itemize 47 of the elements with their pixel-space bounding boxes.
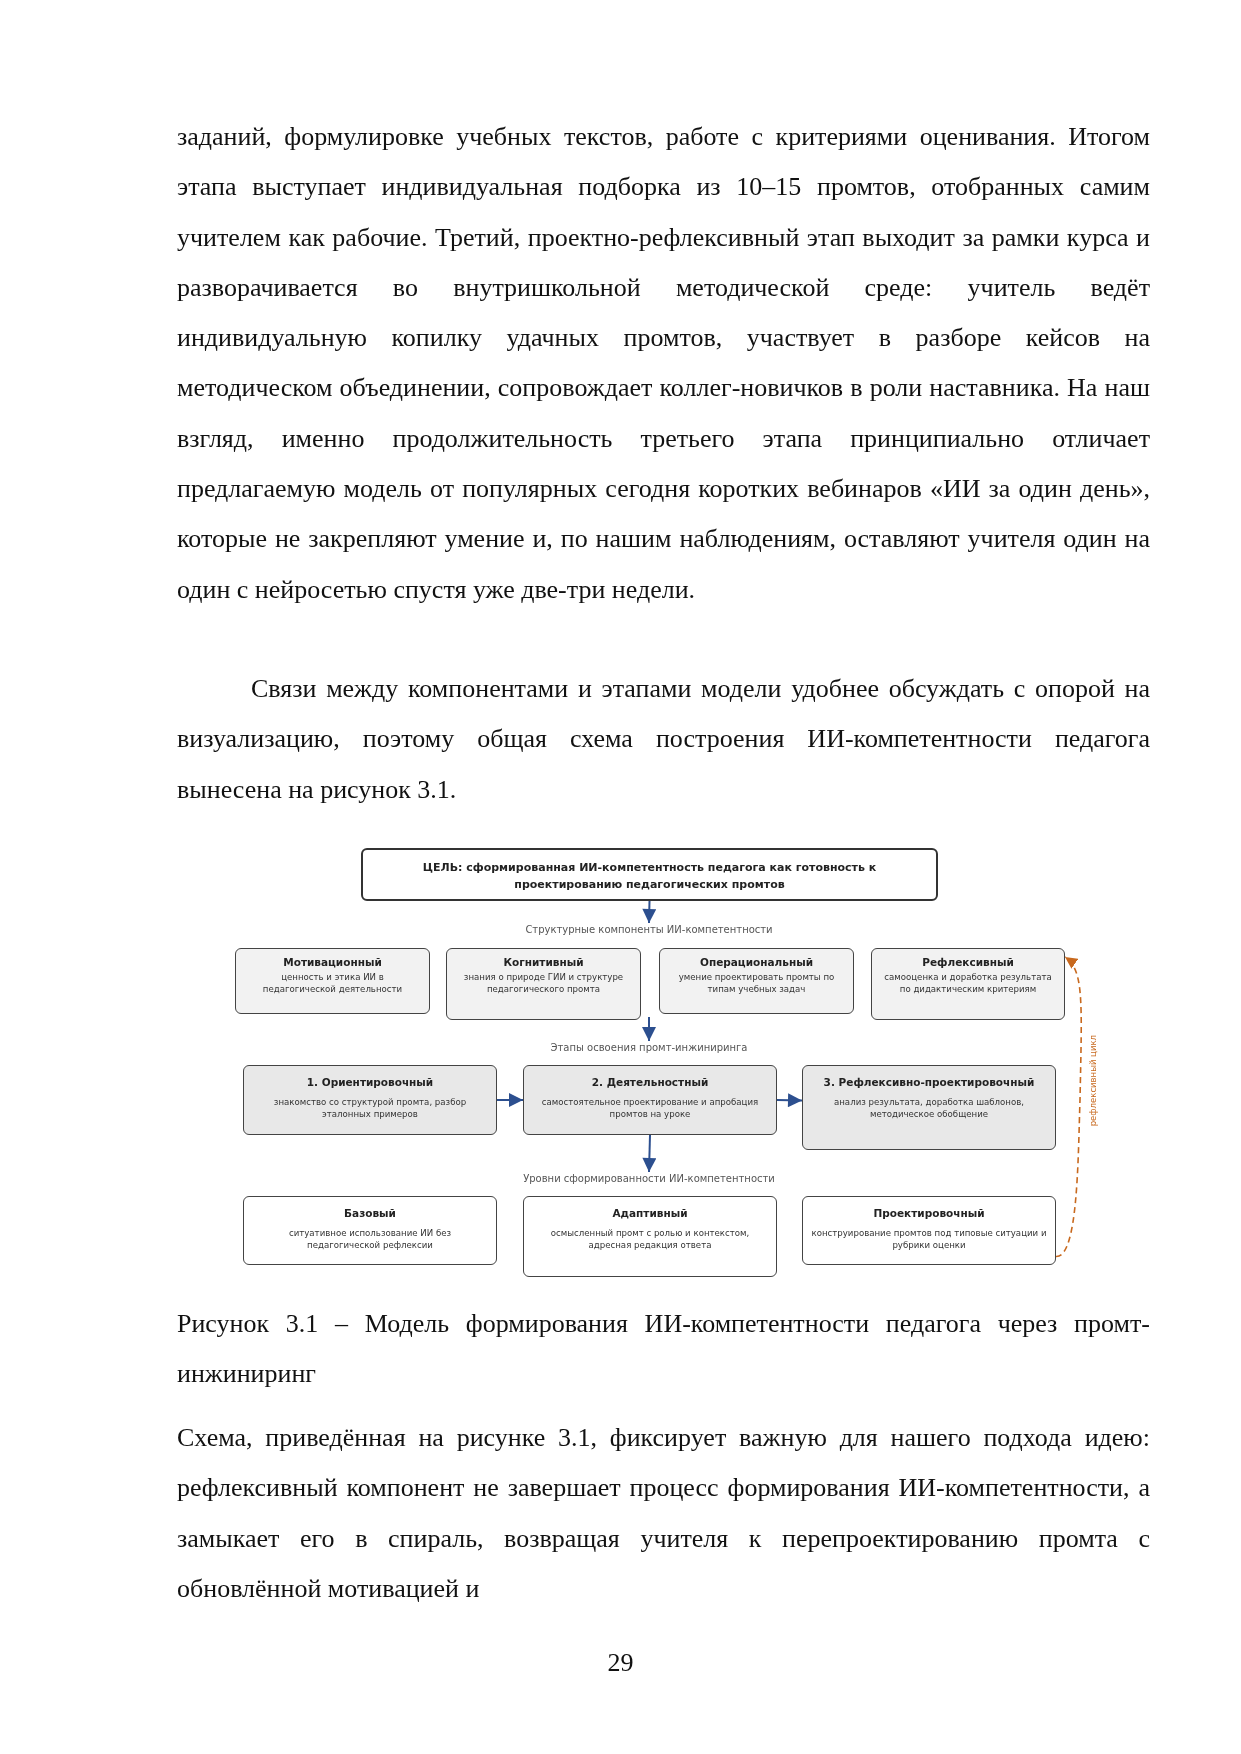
arrow bbox=[496, 1093, 524, 1107]
edge-label: рефлексивный цикл bbox=[1088, 1035, 1098, 1127]
node-title: Когнитивный bbox=[502, 955, 585, 969]
node-description: знакомство со структурой промта, разбор эталонных примеров bbox=[272, 1097, 468, 1120]
node-description: осмысленный промт с ролью и контекстом, адресная редакция ответа bbox=[549, 1228, 751, 1251]
node-title: Адаптивный bbox=[611, 1206, 689, 1220]
node-description: самооценка и доработка результата по дидактическим критериям bbox=[883, 972, 1053, 995]
goal-text: ЦЕЛЬ: сформированная ИИ-компетентность педагога как готовность к проектированию педагогических промтов bbox=[421, 860, 878, 893]
page-number: 29 bbox=[606, 1647, 635, 1679]
node-description: анализ результата, доработка шаблонов, методическое обобщение bbox=[833, 1097, 1025, 1120]
section-label: Структурные компоненты ИИ-компетентности bbox=[449, 923, 849, 937]
arrow bbox=[642, 1134, 657, 1173]
section-label: Уровни сформированности ИИ-компетентности bbox=[449, 1172, 849, 1186]
goal-box bbox=[361, 848, 938, 901]
level-box bbox=[802, 1196, 1056, 1265]
section-label: Этапы освоения промт-инжиниринга bbox=[449, 1041, 849, 1055]
level-box bbox=[243, 1196, 497, 1265]
figure-caption: Рисунок 3.1 – Модель формирования ИИ-компетентности педагога через промт-инжиниринг bbox=[177, 1308, 1150, 1391]
node-description: конструирование промтов под типовые ситуации и рубрики оценки bbox=[811, 1228, 1047, 1251]
node-title: 1. Ориентировочный bbox=[305, 1075, 435, 1089]
node-title: Базовый bbox=[343, 1206, 397, 1220]
node-title: Операциональный bbox=[698, 955, 814, 969]
level-box bbox=[523, 1196, 777, 1277]
node-title: Проектировочный bbox=[872, 1206, 986, 1220]
node-title: 2. Деятельностный bbox=[590, 1075, 710, 1089]
arrow bbox=[776, 1093, 803, 1108]
arrow bbox=[642, 1016, 656, 1042]
body-paragraph: Связи между компонентами и этапами модели удобнее обсуждать с опорой на визуализацию, поэтому общая схема построения ИИ-компетентности педагога вынесена на рисунок 3.1. bbox=[177, 673, 1150, 806]
node-title: 3. Рефлексивно-проектировочный bbox=[822, 1075, 1036, 1089]
node-description: умение проектировать промты по типам учебных задач bbox=[677, 972, 836, 995]
dashed-arrow bbox=[1055, 956, 1082, 1258]
stage-box bbox=[523, 1065, 777, 1135]
stage-box bbox=[802, 1065, 1056, 1150]
component-box bbox=[659, 948, 854, 1014]
component-box bbox=[235, 948, 430, 1014]
node-description: знания о природе ГИИ и структуре педагогического промта bbox=[462, 972, 625, 995]
node-title: Мотивационный bbox=[282, 955, 383, 969]
stage-box bbox=[243, 1065, 497, 1135]
node-title: Рефлексивный bbox=[921, 955, 1015, 969]
node-description: ценность и этика ИИ в педагогической деятельности bbox=[261, 972, 404, 995]
node-description: самостоятельное проектирование и апробация промтов на уроке bbox=[540, 1097, 760, 1120]
body-paragraph: Схема, приведённая на рисунке 3.1, фиксирует важную для нашего подхода идею: рефлексивный компонент не завершает процесс формирования ИИ-компетентности, а замыкает его в спираль, возвращая учителя к перепроектированию промта с обновлённой мотивацией и bbox=[177, 1422, 1150, 1605]
arrow bbox=[642, 900, 657, 924]
body-paragraph: заданий, формулировке учебных текстов, работе с критериями оценивания. Итогом этапа выступает индивидуальная подборка из 10–15 промтов, отобранных самим учителем как рабочие. Третий, проектно-рефлексивный этап выходит за рамки курса и разворачивается во внутришкольной методической среде: учитель ведёт индивидуальную копилку удачных промтов, участвует в разборе кейсов на методическом объединении, сопровождает коллег-новичков в роли наставника. На наш взгляд, именно продолжительность третьего этапа принципиально отличает предлагаемую модель от популярных сегодня коротких вебинаров «ИИ за один день», которые не закрепляют умение и, по нашим наблюдениям, оставляют учителя один на один с нейросетью спустя уже две-три недели. bbox=[177, 121, 1150, 606]
node-description: ситуативное использование ИИ без педагогической рефлексии bbox=[287, 1228, 453, 1251]
component-box bbox=[446, 948, 641, 1020]
component-box bbox=[871, 948, 1065, 1020]
